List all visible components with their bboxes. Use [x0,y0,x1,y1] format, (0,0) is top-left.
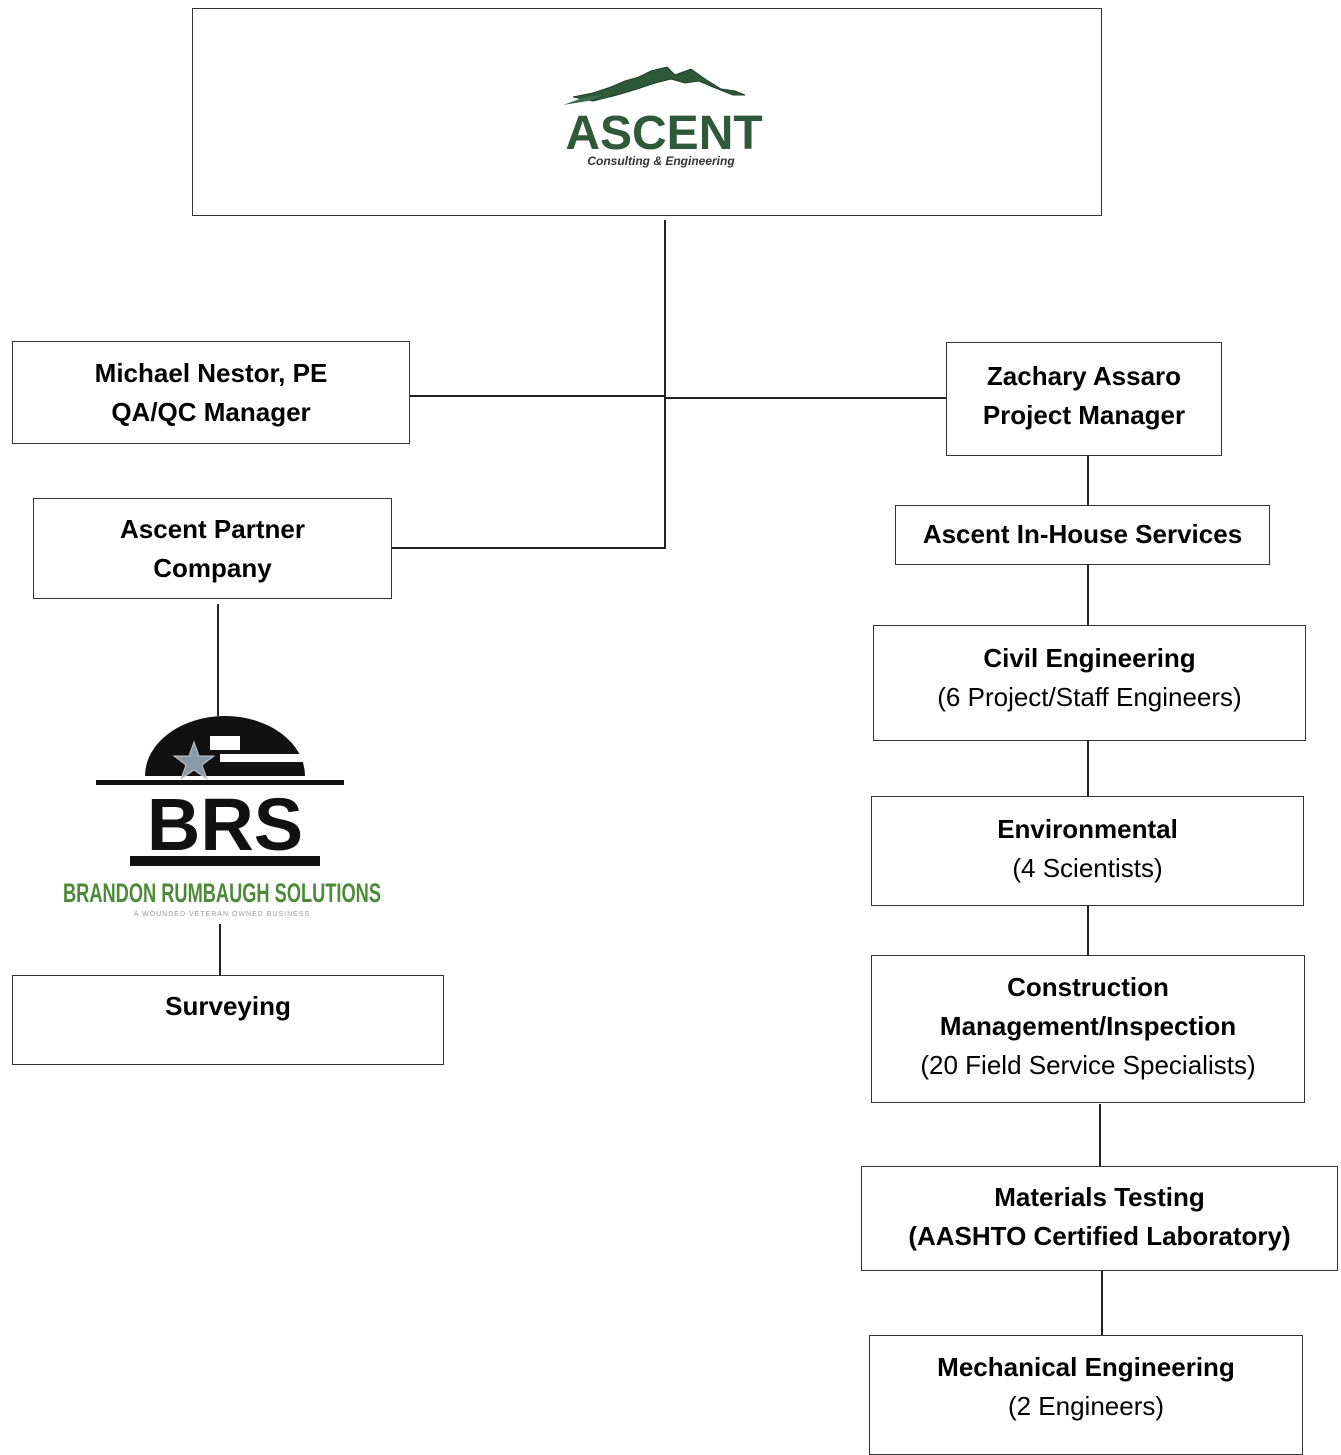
connector-pm-inhouse [1087,456,1089,505]
civil-detail: (6 Project/Staff Engineers) [937,682,1242,712]
connector-qa [409,395,665,397]
ascent-logo-box: ASCENT Consulting & Engineering [192,8,1102,216]
node-civil-engineering: Civil Engineering (6 Project/Staff Engin… [873,625,1306,741]
materials-detail: (AASHTO Certified Laboratory) [908,1221,1291,1251]
node-partner-company: Ascent Partner Company [33,498,392,599]
node-construction-management: Construction Management/Inspection (20 F… [871,955,1305,1103]
brand-name: ASCENT [565,107,762,160]
surveying-label: Surveying [165,991,291,1021]
in-house-label: Ascent In-House Services [922,519,1243,549]
brs-initials: BRS [147,783,303,866]
connector-logo-surveying [219,924,221,976]
connector-pm [664,397,947,399]
connector-trunk [664,220,666,549]
connector-partner [391,547,665,549]
brs-company: BRANDON RUMBAUGH SOLUTIONS [63,878,381,908]
connector-env-construction [1087,906,1089,956]
brs-tagline: A WOUNDED VETERAN OWNED BUSINESS [134,911,310,918]
construction-title2: Management/Inspection [939,1011,1237,1041]
mountain-icon [572,66,746,102]
node-in-house-services: Ascent In-House Services [895,505,1270,565]
connector-materials-mechanical [1101,1271,1103,1336]
node-materials-testing: Materials Testing (AASHTO Certified Labo… [861,1166,1338,1271]
construction-title1: Construction [1007,972,1169,1002]
node-project-manager: Zachary Assaro Project Manager [946,342,1222,456]
environmental-title: Environmental [997,814,1178,844]
project-manager-name: Zachary Assaro [986,361,1182,391]
environmental-detail: (4 Scientists) [1012,853,1163,883]
connector-inhouse-civil [1087,565,1089,626]
construction-detail: (20 Field Service Specialists) [920,1050,1256,1080]
civil-title: Civil Engineering [983,643,1196,673]
brs-logo: BRS BRANDON RUMBAUGH SOLUTIONS A WOUNDED… [63,716,381,918]
connector-civil-env [1087,740,1089,797]
node-qa-manager: Michael Nestor, PE QA/QC Manager [12,341,410,444]
mechanical-title: Mechanical Engineering [937,1352,1235,1382]
connector-construction-materials [1099,1104,1101,1167]
partner-line1: Ascent Partner [120,514,305,544]
star-icon [172,740,216,781]
node-environmental: Environmental (4 Scientists) [871,796,1304,906]
node-surveying: Surveying [12,975,444,1065]
qa-manager-name: Michael Nestor, PE [94,358,328,388]
mechanical-detail: (2 Engineers) [1007,1391,1165,1421]
qa-manager-role: QA/QC Manager [111,397,311,427]
project-manager-role: Project Manager [982,400,1186,430]
connector-partner-logo [217,604,219,716]
node-mechanical-engineering: Mechanical Engineering (2 Engineers) [869,1335,1303,1455]
brand-tagline: Consulting & Engineering [587,154,735,168]
materials-title: Materials Testing [994,1182,1205,1212]
partner-line2: Company [153,553,272,583]
ascent-logo: ASCENT Consulting & Engineering [563,66,763,168]
